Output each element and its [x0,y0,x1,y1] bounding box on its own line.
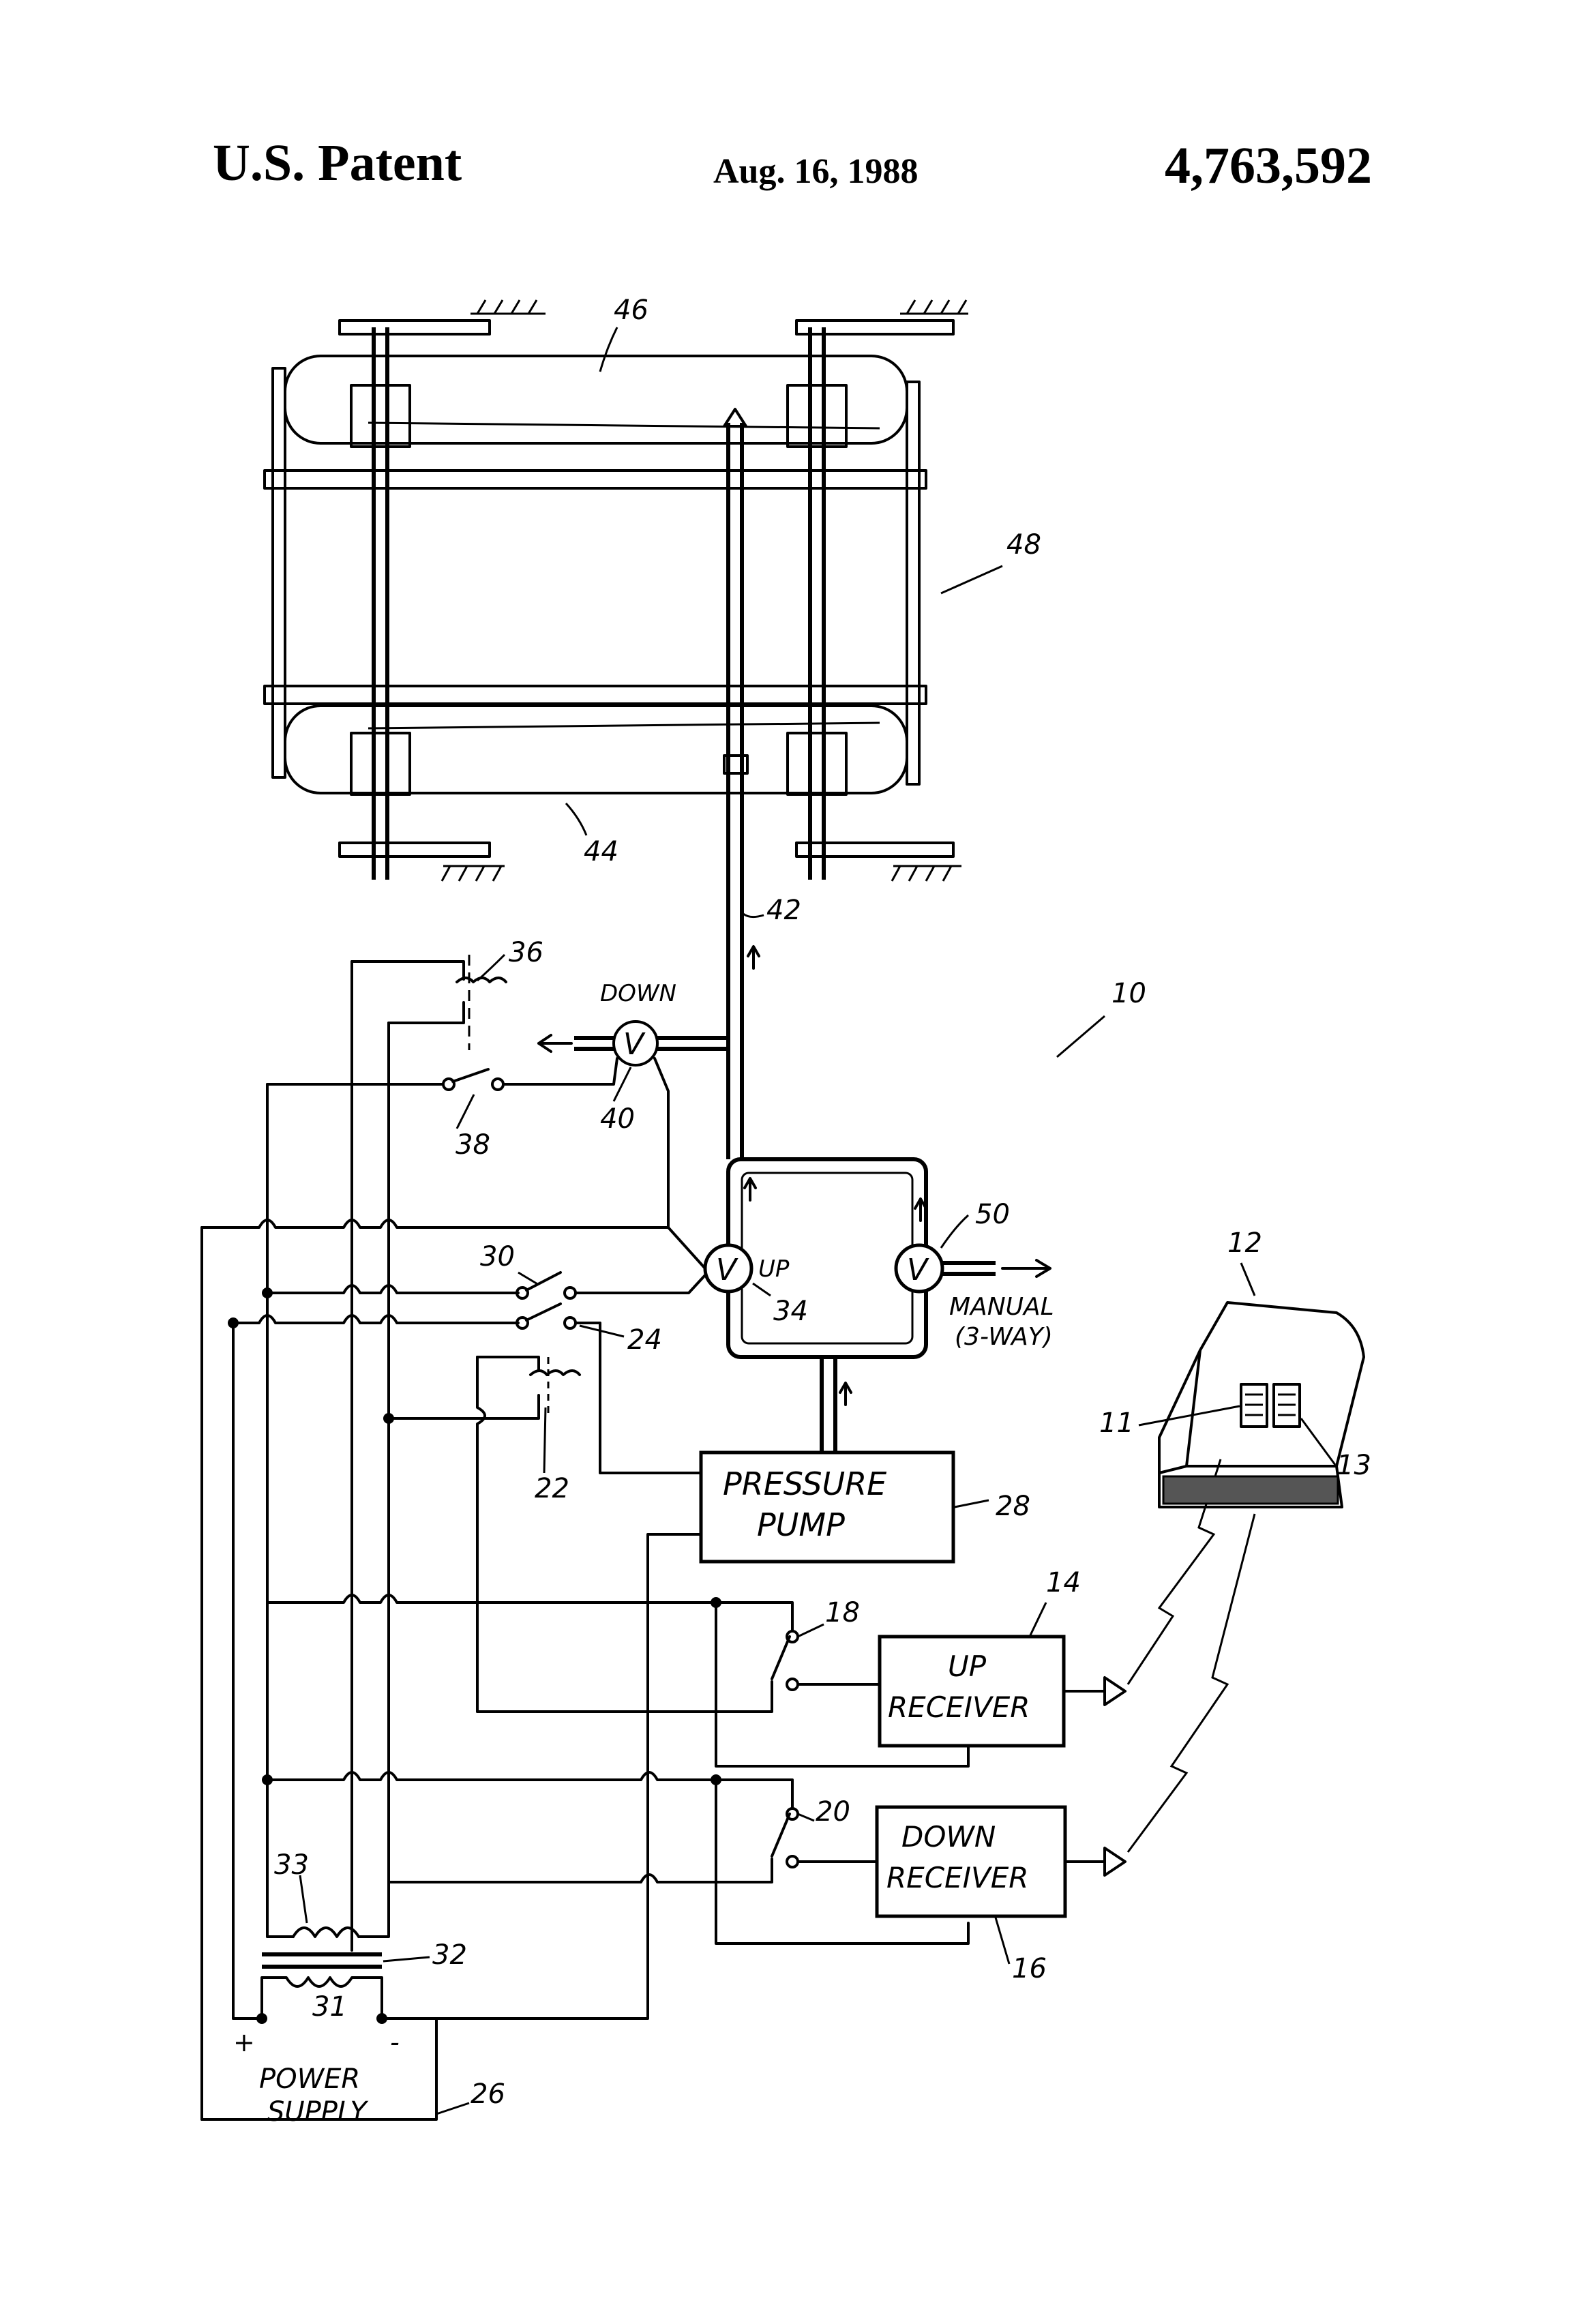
up-receiver: UP RECEIVER [878,1635,1126,1748]
patent-number: 4,763,592 [1165,137,1372,194]
ref-32: 32 [432,1939,467,1971]
down-receiver: DOWN RECEIVER [875,1805,1126,1918]
minus-terminal: - [390,2027,400,2057]
ref-34: 34 [773,1296,808,1327]
leader-lines [299,327,1337,2115]
cross-beam-top [263,469,927,490]
electrical-wiring: + - POWER SUPPLY [200,955,970,2128]
up-receiver-label-2: RECEIVER [888,1690,1030,1724]
ref-20: 20 [816,1796,850,1828]
ref-12: 12 [1227,1227,1262,1259]
remote-transmitter [1158,1301,1365,1508]
ref-36: 36 [509,937,543,968]
ref-26: 26 [471,2079,505,2110]
ref-28: 28 [996,1491,1030,1522]
transmitter-down-button [1272,1383,1301,1428]
ref-46: 46 [614,295,648,326]
ref-30: 30 [480,1241,515,1272]
down-receiver-label-1: DOWN [901,1820,996,1853]
ref-44: 44 [584,836,618,867]
patent-date: Aug. 16, 1988 [713,152,919,191]
pump-label-2: PUMP [757,1506,845,1543]
ref-33: 33 [274,1849,309,1881]
up-valve-symbol: V [716,1253,738,1287]
ref-31: 31 [312,1991,347,2023]
ref-40: 40 [600,1103,635,1135]
ref-38: 38 [456,1129,490,1161]
lower-pontoon [284,704,908,794]
power-label-2: SUPPLY [267,2096,369,2128]
pump-label-1: PRESSURE [723,1465,886,1502]
reference-numerals: 46 48 44 42 36 10 38 40 50 34 30 24 22 2… [274,295,1371,2110]
manual-label-1: MANUAL [949,1293,1054,1321]
ref-48: 48 [1006,529,1041,561]
ref-50: 50 [975,1199,1010,1230]
pneumatic-section: V DOWN V UP V MANUAL (3-WAY) [537,945,1054,1452]
up-receiver-label-1: UP [948,1650,987,1683]
down-receiver-label-2: RECEIVER [886,1861,1028,1894]
ref-18: 18 [825,1597,860,1628]
upper-pontoon [284,355,908,445]
ref-11: 11 [1099,1407,1134,1439]
ref-24: 24 [627,1324,662,1356]
ref-22: 22 [535,1473,569,1504]
manual-label-2: (3-WAY) [955,1323,1053,1351]
ref-16: 16 [1012,1953,1047,1984]
cross-beam-bottom [263,685,927,705]
ref-13: 13 [1337,1450,1371,1481]
down-valve-label: DOWN [600,980,676,1007]
down-valve-symbol: V [623,1027,646,1062]
plus-terminal: + [233,2027,255,2057]
manual-valve-symbol: V [907,1253,929,1287]
pressure-pump: PRESSURE PUMP [699,1450,955,1564]
ref-42: 42 [766,895,801,926]
ref-14: 14 [1046,1567,1081,1598]
transmitter-up-button [1240,1383,1268,1428]
transmitter-grille [1162,1475,1339,1505]
power-label-1: POWER [259,2064,360,2095]
manual-valve [894,1243,944,1294]
ref-10: 10 [1111,978,1146,1009]
up-valve-label: UP [758,1255,790,1283]
lift-assembly [263,299,968,1159]
patent-label: U.S. Patent [213,134,462,192]
down-valve [612,1020,659,1067]
